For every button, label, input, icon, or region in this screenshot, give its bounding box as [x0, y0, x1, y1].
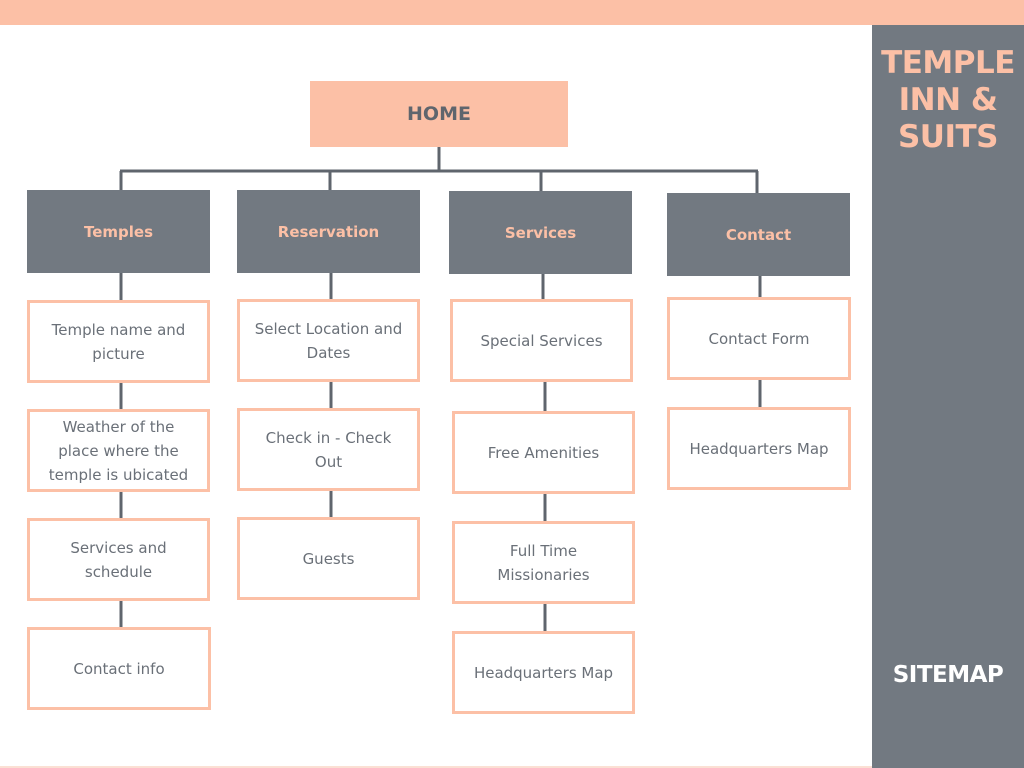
- services-item-headquarters-map[interactable]: Headquarters Map: [452, 631, 635, 714]
- reservation-node[interactable]: Reservation: [237, 190, 420, 273]
- reservation-item-location-dates[interactable]: Select Location and Dates: [237, 299, 420, 382]
- reservation-item-guests[interactable]: Guests: [237, 517, 420, 600]
- temples-item-weather[interactable]: Weather of the place where the temple is…: [27, 409, 210, 492]
- sitemap-connectors: [119, 146, 762, 631]
- sitemap-label: SITEMAP: [892, 662, 1004, 688]
- brand-title: TEMPLE INN & SUITS: [881, 45, 1015, 155]
- temples-item-services-schedule[interactable]: Services and schedule: [27, 518, 210, 601]
- top-accent-bar: [0, 0, 1024, 25]
- services-item-full-time-missionaries[interactable]: Full Time Missionaries: [452, 521, 635, 604]
- services-item-special-services[interactable]: Special Services: [450, 299, 633, 382]
- contact-item-headquarters-map[interactable]: Headquarters Map: [667, 407, 851, 490]
- temples-item-contact-info[interactable]: Contact info: [27, 627, 211, 710]
- services-item-free-amenities[interactable]: Free Amenities: [452, 411, 635, 494]
- temples-node[interactable]: Temples: [27, 190, 210, 273]
- contact-node[interactable]: Contact: [667, 193, 850, 276]
- reservation-item-check-in-out[interactable]: Check in - Check Out: [237, 408, 420, 491]
- side-panel: TEMPLE INN & SUITS SITEMAP: [872, 25, 1024, 768]
- services-node[interactable]: Services: [449, 191, 632, 274]
- home-node[interactable]: HOME: [310, 81, 568, 147]
- bottom-accent-line: [0, 766, 872, 768]
- temples-item-name-picture[interactable]: Temple name and picture: [27, 300, 210, 383]
- contact-item-contact-form[interactable]: Contact Form: [667, 297, 851, 380]
